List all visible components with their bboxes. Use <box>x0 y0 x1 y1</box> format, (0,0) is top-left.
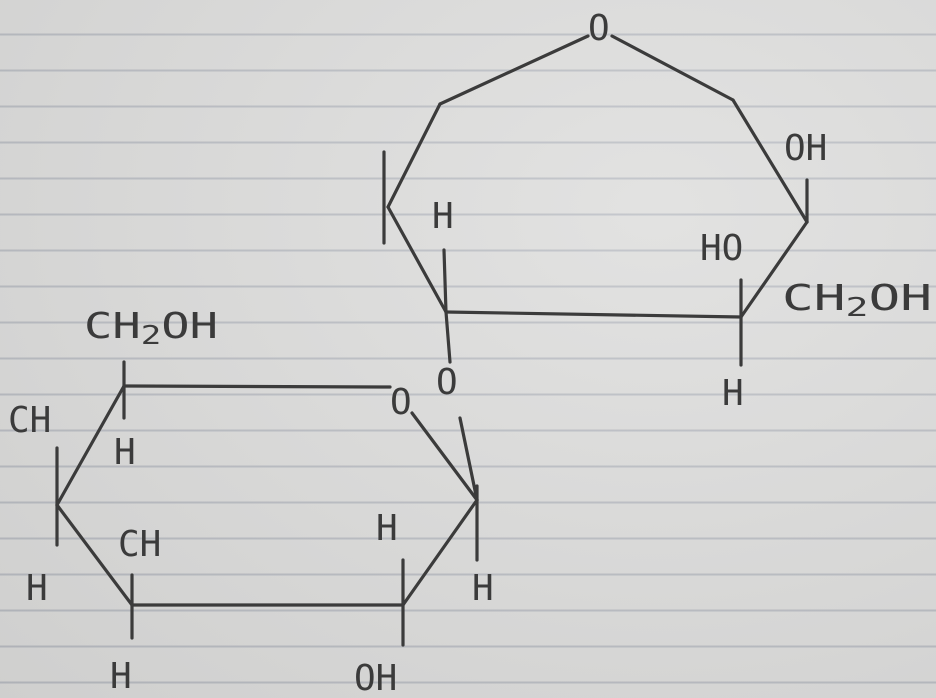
label-lower-ring-oxygen: O <box>390 382 412 423</box>
bond-upper-right-b <box>739 220 809 319</box>
label-lower-c4-oh: CH <box>8 400 51 441</box>
label-lower-c2-h: H <box>376 508 398 549</box>
label-lower-c3-oh: CH <box>118 524 161 565</box>
bond-lower-left-b <box>55 503 134 607</box>
bond-lower-top <box>122 384 392 389</box>
bond-upper-left-b <box>386 205 448 314</box>
label-lower-c4-h: H <box>26 568 48 609</box>
label-lower-c5-h: H <box>114 432 136 473</box>
bond-glycosidic <box>458 416 479 502</box>
stub-upper-bridge <box>444 310 452 364</box>
label-upper-c5-h: H <box>432 196 454 237</box>
bond-lower-left-a <box>55 384 126 507</box>
label-upper-c3-ho: HO <box>700 228 743 269</box>
bond-upper-left-a <box>386 102 442 209</box>
label-upper-c3-h: H <box>722 373 744 414</box>
label-upper-ring-oxygen: O <box>588 8 610 49</box>
label-bridge-oxygen: O <box>436 362 458 403</box>
bond-upper-bottom <box>444 310 743 319</box>
bond-lower-right <box>401 498 479 607</box>
label-upper-c2-oh: OH <box>784 128 827 169</box>
bond-upper-o-left <box>438 34 590 106</box>
stub-upper-c5-h <box>442 248 448 314</box>
bond-lower-o-right <box>410 411 479 502</box>
label-lower-c3-h: H <box>110 656 132 697</box>
bond-upper-o-right <box>610 34 735 102</box>
label-lower-c2-oh: OH <box>354 658 397 698</box>
label-lower-c1-h: H <box>472 568 494 609</box>
bond-upper-right-a <box>731 98 809 224</box>
